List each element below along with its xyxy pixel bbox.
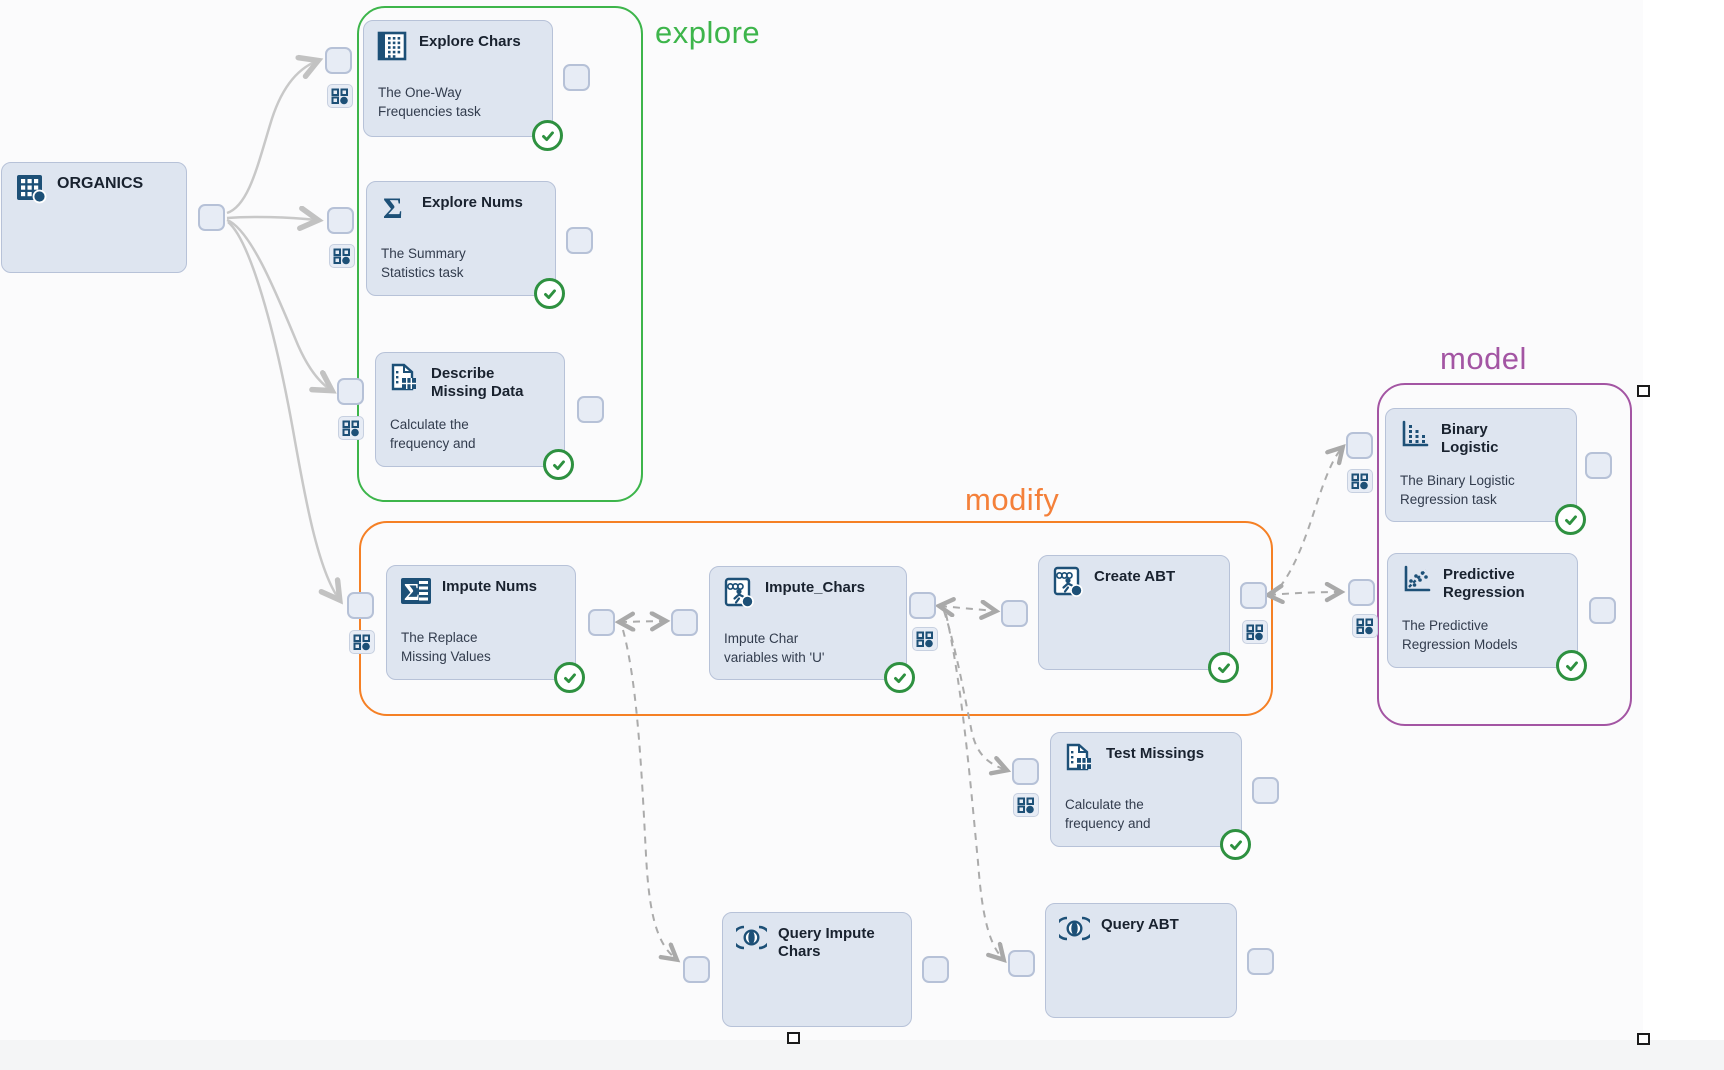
port-query-abt-output[interactable] [1247,948,1274,975]
port-query-impute-chars-input[interactable] [683,956,710,983]
port-explore-nums-output[interactable] [566,227,593,254]
port-test-missings-output[interactable] [1252,777,1279,804]
port-create-abt-output[interactable] [1240,582,1267,609]
dataset-icon [349,630,375,654]
data-table-icon [15,173,48,204]
port-binary-logistic-output[interactable] [1585,452,1612,479]
document-table-icon [1064,743,1097,774]
port-explore-chars-input[interactable] [325,47,352,74]
document-table-icon [389,363,422,394]
completed-check-icon [884,662,915,693]
port-predictive-regression-input[interactable] [1348,579,1375,606]
node-query-impute-chars[interactable]: Query Impute Chars [722,912,912,1027]
selection-handle[interactable] [787,1032,800,1044]
completed-check-icon [532,120,563,151]
node-title: Describe Missing Data [431,365,524,400]
query-icon [1059,914,1092,945]
node-description: The Predictive Regression Models [1402,618,1518,652]
dataset-icon [1347,469,1373,493]
port-create-abt-input[interactable] [1001,600,1028,627]
node-description: The Summary Statistics task [381,246,466,280]
node-query-abt[interactable]: Query ABT [1045,903,1237,1018]
node-impute-nums[interactable]: Σ Impute Nums The Replace Missing Values [386,565,576,680]
node-title: Query ABT [1101,916,1179,933]
port-explore-chars-output[interactable] [563,64,590,91]
query-icon [736,923,769,954]
node-explore-nums[interactable]: Σ Explore Nums The Summary Statistics ta… [366,181,556,296]
program-icon [723,577,756,608]
node-title: Binary Logistic [1441,421,1499,456]
dataset-icon [327,84,353,108]
port-impute-nums-input[interactable] [347,592,374,619]
node-title: Explore Nums [422,194,523,211]
selection-handle[interactable] [1637,385,1650,397]
dataset-icon [912,627,938,651]
dataset-icon [1352,614,1378,638]
dataset-icon [338,416,364,440]
completed-check-icon [543,449,574,480]
frequency-table-icon [377,31,410,62]
scatter-plot-icon [1401,564,1434,595]
sigma-table-icon: Σ [400,576,433,607]
completed-check-icon [1208,652,1239,683]
sigma-icon: Σ [380,192,413,223]
node-description: The Replace Missing Values [401,630,491,664]
node-description: Calculate the frequency and [1065,797,1151,831]
node-create-abt[interactable]: Create ABT [1038,555,1230,670]
model-group-label: model [1440,341,1527,376]
node-title: Impute Nums [442,578,538,595]
port-impute-chars-output[interactable] [909,592,936,619]
completed-check-icon [554,662,585,693]
node-title: Explore Chars [419,33,521,50]
node-organics[interactable]: ORGANICS [1,162,187,273]
explore-group-label: explore [655,15,761,50]
completed-check-icon [1556,650,1587,681]
dataset-icon [329,244,355,268]
node-description: The Binary Logistic Regression task [1400,473,1515,507]
bar-chart-icon [1399,419,1432,450]
completed-check-icon [534,278,565,309]
svg-text:Σ: Σ [404,580,420,606]
node-binary-logistic[interactable]: Binary Logistic The Binary Logistic Regr… [1385,408,1577,522]
port-test-missings-input[interactable] [1012,758,1039,785]
node-explore-chars[interactable]: Explore Chars The One-Way Frequencies ta… [363,20,553,137]
program-icon [1052,566,1085,597]
node-description: Impute Char variables with 'U' [724,631,825,665]
modify-group-label: modify [965,482,1060,517]
port-describe-missing-output[interactable] [577,396,604,423]
port-binary-logistic-input[interactable] [1346,432,1373,459]
node-description: Calculate the frequency and [390,417,476,451]
port-query-impute-chars-output[interactable] [922,956,949,983]
node-title: Predictive Regression [1443,566,1525,601]
completed-check-icon [1555,504,1586,535]
node-describe-missing-data[interactable]: Describe Missing Data Calculate the freq… [375,352,565,467]
dataset-icon [1013,793,1039,817]
port-explore-nums-input[interactable] [327,207,354,234]
node-title: Create ABT [1094,568,1176,585]
node-description: The One-Way Frequencies task [378,85,481,119]
node-impute-chars[interactable]: Impute_Chars Impute Char variables with … [709,566,907,680]
node-title: ORGANICS [57,175,144,192]
model-group-box [1377,383,1632,726]
node-predictive-regression[interactable]: Predictive Regression The Predictive Reg… [1387,553,1578,668]
port-predictive-regression-output[interactable] [1589,597,1616,624]
node-title: Impute_Chars [765,579,866,596]
canvas-bottom-strip [0,1040,1724,1070]
svg-text:Σ: Σ [383,192,403,223]
port-organics-output[interactable] [198,204,225,231]
dataset-icon [1242,620,1268,644]
node-title: Query Impute Chars [778,925,875,960]
completed-check-icon [1220,829,1251,860]
node-test-missings[interactable]: Test Missings Calculate the frequency an… [1050,732,1242,847]
port-impute-nums-output[interactable] [588,609,615,636]
port-describe-missing-input[interactable] [337,378,364,405]
node-title: Test Missings [1106,745,1205,762]
port-impute-chars-input[interactable] [671,609,698,636]
selection-handle[interactable] [1637,1033,1650,1045]
port-query-abt-input[interactable] [1008,950,1035,977]
explore-group-box [357,6,643,502]
